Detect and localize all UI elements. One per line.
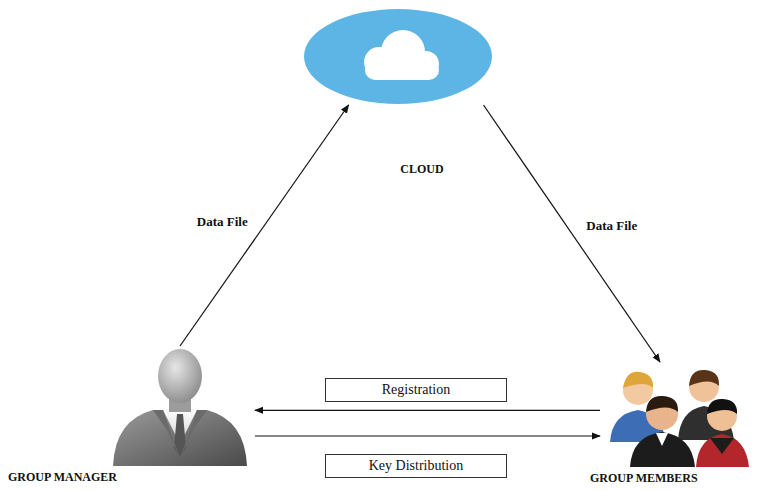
group-members-node: GROUP MEMBERS — [585, 362, 753, 485]
message-box: Key Distribution — [325, 454, 507, 478]
connector-arrow — [180, 105, 349, 346]
group-manager-node: GROUP MANAGER — [5, 346, 275, 484]
node-label: GROUP MANAGER — [5, 470, 275, 484]
edge-label: Data File — [194, 213, 251, 231]
connector-arrow — [255, 410, 600, 411]
cloud-node: CLOUD — [300, 8, 500, 176]
node-icon — [303, 8, 493, 105]
edge-label: Data File — [583, 217, 640, 235]
node-label: CLOUD — [300, 162, 500, 176]
message-box: Registration — [325, 378, 507, 402]
node-label: GROUP MEMBERS — [585, 471, 753, 485]
node-icon — [600, 362, 750, 467]
node-icon — [105, 346, 255, 466]
connector-arrow — [484, 105, 661, 362]
connector-arrow — [255, 435, 600, 436]
